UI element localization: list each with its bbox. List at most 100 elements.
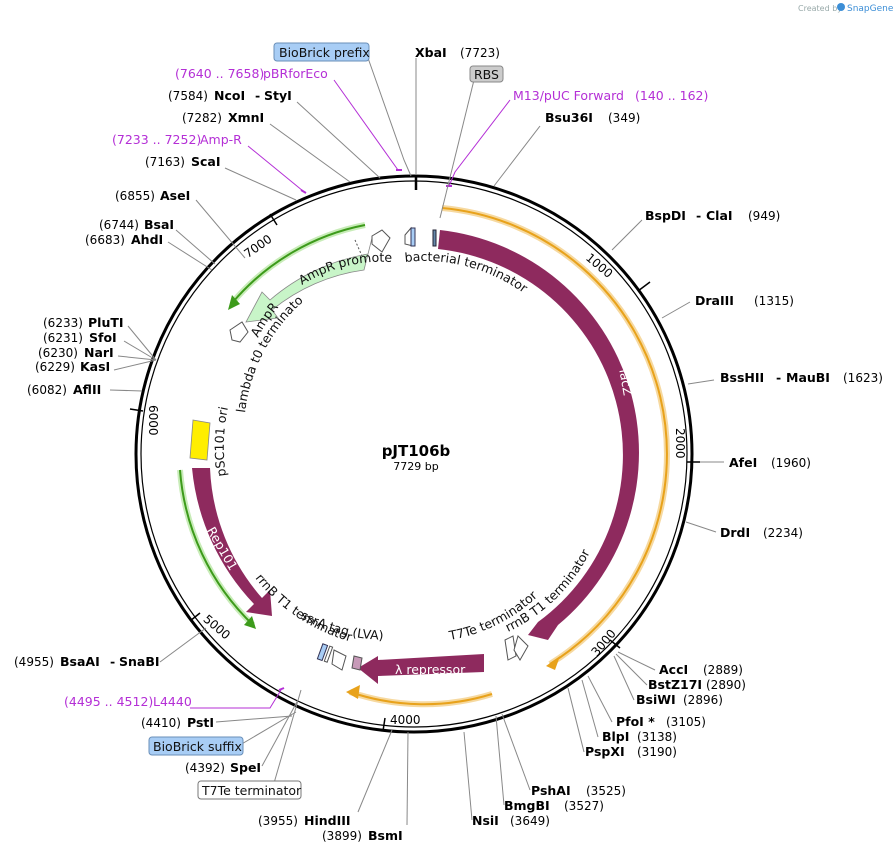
site-acci-name[interactable]: AccI bbox=[659, 662, 688, 677]
leader-biobrick-prefix bbox=[367, 57, 412, 177]
site-styi-dash: - bbox=[255, 88, 260, 103]
site-pfoi-name[interactable]: PfoI * bbox=[616, 714, 655, 729]
leader-acci bbox=[617, 651, 656, 671]
watermark-brand: SnapGene bbox=[847, 4, 894, 14]
site-blpi-name[interactable]: BlpI bbox=[602, 729, 629, 744]
leader-l4440 bbox=[190, 689, 282, 709]
site-bsiwi-name[interactable]: BsiWI bbox=[636, 692, 676, 707]
leader-ahdi bbox=[167, 241, 213, 271]
site-pspxi-pos: (3190) bbox=[637, 745, 677, 759]
psc101-ori-label: pSC101 ori bbox=[212, 405, 231, 477]
t7te-terminator-left-mark bbox=[323, 645, 334, 663]
site-bsu36i-name[interactable]: Bsu36I bbox=[545, 110, 593, 125]
site-bstz17i-name[interactable]: BstZ17I bbox=[648, 677, 702, 692]
orange-strand-outer bbox=[441, 207, 668, 665]
tick-label-7000: 7000 bbox=[241, 232, 274, 261]
rep101-arrow[interactable] bbox=[192, 468, 272, 616]
ampr-arrow[interactable] bbox=[245, 237, 373, 323]
tick-label-2000: 2000 bbox=[673, 428, 687, 459]
site-psti-name[interactable]: PstI bbox=[187, 715, 214, 730]
snapgene-logo-icon bbox=[837, 3, 845, 11]
site-draiii-name[interactable]: DraIII bbox=[695, 293, 734, 308]
watermark-created-by: Created by bbox=[798, 4, 842, 13]
leader-psti bbox=[215, 715, 293, 723]
biobrick-prefix-box[interactable] bbox=[273, 42, 370, 62]
rrnb-t1-terminator-right-arrow[interactable] bbox=[513, 635, 529, 661]
site-nari-name[interactable]: NarI bbox=[84, 345, 114, 360]
primer-pbrforeco-name[interactable]: pBRforEco bbox=[263, 66, 328, 81]
primer-pbrforeco-range: (7640 .. 7658) bbox=[175, 66, 264, 81]
site-maubi-name[interactable]: MauBI bbox=[786, 370, 830, 385]
site-pspxi-name[interactable]: PspXI bbox=[585, 744, 625, 759]
site-bsai-name[interactable]: BsaI bbox=[144, 217, 174, 232]
site-aflii-name[interactable]: AflII bbox=[73, 382, 101, 397]
primer-ampr-name[interactable]: Amp-R bbox=[200, 132, 242, 147]
rbs-box[interactable] bbox=[469, 65, 504, 83]
site-hindiii-name[interactable]: HindIII bbox=[304, 813, 351, 828]
leader-bsai bbox=[175, 229, 216, 265]
leader-rbs bbox=[439, 79, 475, 219]
site-bsshii-name[interactable]: BssHII bbox=[720, 370, 764, 385]
lambda-t0-terminator-arrow[interactable] bbox=[229, 321, 249, 343]
site-acci-pos: (2889) bbox=[703, 663, 743, 677]
biobrick-suffix-box[interactable] bbox=[148, 736, 244, 756]
leader-pbrforeco bbox=[333, 79, 399, 171]
site-xbai-name[interactable]: XbaI bbox=[415, 45, 447, 60]
site-pluti-pos: (6233) bbox=[43, 316, 83, 330]
primer-m13-range: (140 .. 162) bbox=[635, 88, 708, 103]
site-nari-pos: (6230) bbox=[38, 346, 78, 360]
site-spei-name[interactable]: SpeI bbox=[230, 760, 261, 775]
ssra-tag-box[interactable] bbox=[351, 655, 363, 671]
site-snabi-name[interactable]: SnaBI bbox=[119, 654, 160, 669]
site-scai-name[interactable]: ScaI bbox=[191, 154, 221, 169]
site-styi-name[interactable]: StyI bbox=[264, 88, 292, 103]
rbs-label: RBS bbox=[474, 67, 499, 82]
site-spei-pos: (4392) bbox=[185, 761, 225, 775]
primer-ampr-range: (7233 .. 7252) bbox=[112, 132, 201, 147]
t7te-terminator-box[interactable] bbox=[197, 780, 302, 800]
t7te-terminator-right-arrow[interactable] bbox=[504, 635, 517, 661]
site-kasi-name[interactable]: KasI bbox=[80, 359, 110, 374]
primer-l4440-name[interactable]: L4440 bbox=[153, 694, 192, 709]
primer-m13-name[interactable]: M13/pUC Forward bbox=[513, 88, 624, 103]
site-bsaai-pos: (4955) bbox=[14, 655, 54, 669]
site-ahdi-name[interactable]: AhdI bbox=[131, 232, 163, 247]
site-psti-pos: (4410) bbox=[141, 716, 181, 730]
site-pshai-name[interactable]: PshAI bbox=[531, 783, 571, 798]
site-xbai-pos: (7723) bbox=[460, 46, 500, 60]
tick-label-6000: 6000 bbox=[146, 405, 160, 436]
psc101-ori-box[interactable] bbox=[189, 419, 211, 461]
site-afei-name[interactable]: AfeI bbox=[729, 455, 757, 470]
site-bspdi-name[interactable]: BspDI bbox=[645, 208, 686, 223]
site-sfoi-name[interactable]: SfoI bbox=[89, 330, 117, 345]
site-bmgbi-name[interactable]: BmgBI bbox=[504, 798, 550, 813]
ampr-promoter-arrow[interactable] bbox=[371, 229, 391, 253]
site-ncoi-name[interactable]: NcoI bbox=[214, 88, 245, 103]
green-strand-top bbox=[232, 224, 366, 303]
leader-blpi bbox=[581, 679, 599, 738]
lacz-arrow[interactable] bbox=[438, 230, 639, 640]
site-clai-dash: - bbox=[696, 208, 701, 223]
site-draiii-pos: (1315) bbox=[754, 294, 794, 308]
site-clai-name[interactable]: ClaI bbox=[706, 208, 733, 223]
lambda-repressor-arrow[interactable] bbox=[358, 654, 484, 684]
site-nsii-name[interactable]: NsiI bbox=[472, 813, 499, 828]
site-bsaai-name[interactable]: BsaAI bbox=[60, 654, 100, 669]
leader-aflii bbox=[109, 389, 143, 392]
site-xmni-name[interactable]: XmnI bbox=[228, 110, 264, 125]
green-strand-bottom-arrowhead bbox=[244, 616, 256, 629]
site-pluti-name[interactable]: PluTI bbox=[88, 315, 124, 330]
leader-kasi bbox=[113, 359, 157, 371]
leader-ncoi bbox=[296, 101, 381, 179]
site-asei-name[interactable]: AseI bbox=[160, 188, 190, 203]
site-pshai-pos: (3525) bbox=[586, 784, 626, 798]
lacz-label: lacZ bbox=[616, 368, 635, 397]
rrnb-t1-terminator-left-arrow[interactable] bbox=[331, 649, 347, 671]
site-bsu36i-pos: (349) bbox=[608, 111, 640, 125]
site-nsii-pos: (3649) bbox=[510, 814, 550, 828]
site-drdi-name[interactable]: DrdI bbox=[720, 525, 750, 540]
site-bsmi-name[interactable]: BsmI bbox=[368, 828, 403, 843]
site-pfoi-pos: (3105) bbox=[666, 715, 706, 729]
leader-biobrick-suffix bbox=[239, 711, 297, 746]
primer-mark-l4440 bbox=[278, 687, 285, 691]
